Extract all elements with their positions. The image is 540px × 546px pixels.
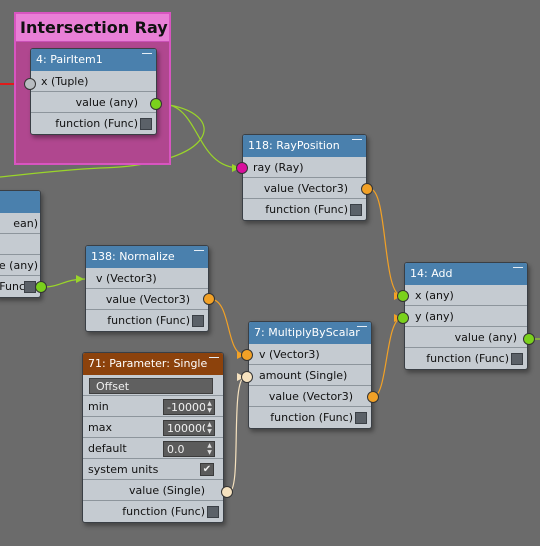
wire-arrow-normalize [76, 275, 84, 283]
output-row: value (Vector3) [86, 289, 208, 310]
node-pairitem[interactable]: 4: PairItem1 x (Tuple) value (any) funct… [30, 48, 157, 135]
wire-multiply-to-add-y [372, 317, 403, 398]
min-label: min [88, 400, 109, 413]
function-port-icon[interactable] [140, 118, 152, 130]
output-row: function (Func) [31, 113, 156, 134]
system-units-label: system units [88, 463, 159, 476]
output-row: value (Vector3) [249, 386, 371, 407]
node-normalize[interactable]: 138: Normalize v (Vector3) value (Vector… [85, 245, 209, 332]
output-row: value (any) [31, 92, 156, 113]
param-default-row: default 0.0▲▼ [83, 438, 223, 459]
minimize-icon[interactable] [142, 53, 152, 61]
max-label: max [88, 421, 112, 434]
normalize-value-port[interactable] [203, 293, 215, 305]
node-title: 71: Parameter: Single [88, 357, 208, 370]
param-name-row: Offset [83, 375, 223, 396]
node-multiply[interactable]: 7: MultiplyByScalar v (Vector3) amount (… [248, 321, 372, 429]
clipped-value-port[interactable] [35, 281, 47, 293]
output-row: value (any) [405, 327, 527, 348]
param-min-row: min -100000▲▼ [83, 396, 223, 417]
node-title: 138: Normalize [91, 250, 175, 263]
minimize-icon[interactable] [357, 326, 367, 334]
default-spinner[interactable]: 0.0▲▼ [163, 441, 215, 457]
node-header[interactable]: 7: MultiplyByScalar [249, 322, 371, 344]
multiply-v-port[interactable] [241, 349, 253, 361]
node-title: 4: PairItem1 [36, 53, 103, 66]
output-row: function (Func) [86, 310, 208, 331]
minimize-icon[interactable] [513, 267, 523, 275]
param-max-row: max 100000▲▼ [83, 417, 223, 438]
multiply-amount-port[interactable] [241, 371, 253, 383]
add-y-port[interactable] [397, 312, 409, 324]
output-row [0, 234, 40, 255]
node-title: 7: MultiplyByScalar [254, 326, 360, 339]
input-row: v (Vector3) [249, 344, 371, 365]
function-port-icon[interactable] [355, 412, 367, 424]
minimize-icon[interactable] [194, 250, 204, 258]
min-spinner[interactable]: -100000▲▼ [163, 399, 215, 415]
node-title: 118: RayPosition [248, 139, 340, 152]
max-spinner[interactable]: 100000▲▼ [163, 420, 215, 436]
function-port-icon[interactable] [207, 506, 219, 518]
output-row: function (Func) [243, 199, 366, 220]
wire-rayposition-to-add-x [369, 188, 403, 297]
node-header[interactable] [0, 191, 40, 213]
node-add[interactable]: 14: Add x (any) y (any) value (any) func… [404, 262, 528, 370]
system-units-checkbox[interactable]: ✔ [200, 463, 214, 476]
output-row: function (Func) [249, 407, 371, 428]
add-x-port[interactable] [397, 290, 409, 302]
node-header[interactable]: 71: Parameter: Single [83, 353, 223, 375]
node-header[interactable]: 14: Add [405, 263, 527, 285]
node-parameter[interactable]: 71: Parameter: Single Offset min -100000… [82, 352, 224, 523]
add-value-port[interactable] [523, 333, 535, 345]
input-row: x (Tuple) [31, 71, 156, 92]
node-clipped[interactable]: ean) e (any) (Func) [0, 190, 41, 298]
group-intersection-ray[interactable]: Intersection Ray [14, 12, 171, 165]
output-row: ean) [0, 213, 40, 234]
output-row: function (Func) [405, 348, 527, 369]
output-row: function (Func) [83, 501, 223, 522]
pairitem-x-port[interactable] [24, 78, 36, 90]
input-row: x (any) [405, 285, 527, 306]
spinner-arrows-icon[interactable]: ▲▼ [205, 421, 214, 435]
group-title: Intersection Ray [16, 14, 169, 42]
function-port-icon[interactable] [511, 353, 523, 365]
node-rayposition[interactable]: 118: RayPosition ray (Ray) value (Vector… [242, 134, 367, 221]
spinner-arrows-icon[interactable]: ▲▼ [205, 442, 214, 456]
minimize-icon[interactable] [209, 357, 219, 365]
node-title: 14: Add [410, 267, 453, 280]
function-port-icon[interactable] [350, 204, 362, 216]
input-row: amount (Single) [249, 365, 371, 386]
rayposition-ray-port[interactable] [236, 162, 248, 174]
param-system-units-row: system units ✔ [83, 459, 223, 480]
function-port-icon[interactable] [192, 315, 204, 327]
pairitem-value-port[interactable] [150, 98, 162, 110]
spinner-arrows-icon[interactable]: ▲▼ [205, 400, 214, 414]
minimize-icon[interactable] [352, 139, 362, 147]
wire-normalize-to-multiply-v [209, 298, 246, 356]
multiply-value-port[interactable] [367, 391, 379, 403]
wire-pairitem-to-rayposition [161, 103, 241, 169]
default-label: default [88, 442, 127, 455]
output-row: value (Single) [83, 480, 223, 501]
node-header[interactable]: 138: Normalize [86, 246, 208, 268]
wire-clipped-to-normalize [43, 278, 86, 288]
wire-parameter-to-multiply-amount [228, 376, 246, 493]
rayposition-value-port[interactable] [361, 183, 373, 195]
node-header[interactable]: 118: RayPosition [243, 135, 366, 157]
output-row: value (Vector3) [243, 178, 366, 199]
input-row: ray (Ray) [243, 157, 366, 178]
param-name-field[interactable]: Offset [89, 378, 213, 394]
input-row: y (any) [405, 306, 527, 327]
output-row: (Func) [0, 276, 40, 297]
input-row: v (Vector3) [86, 268, 208, 289]
parameter-value-port[interactable] [221, 486, 233, 498]
node-header[interactable]: 4: PairItem1 [31, 49, 156, 71]
output-row: e (any) [0, 255, 40, 276]
